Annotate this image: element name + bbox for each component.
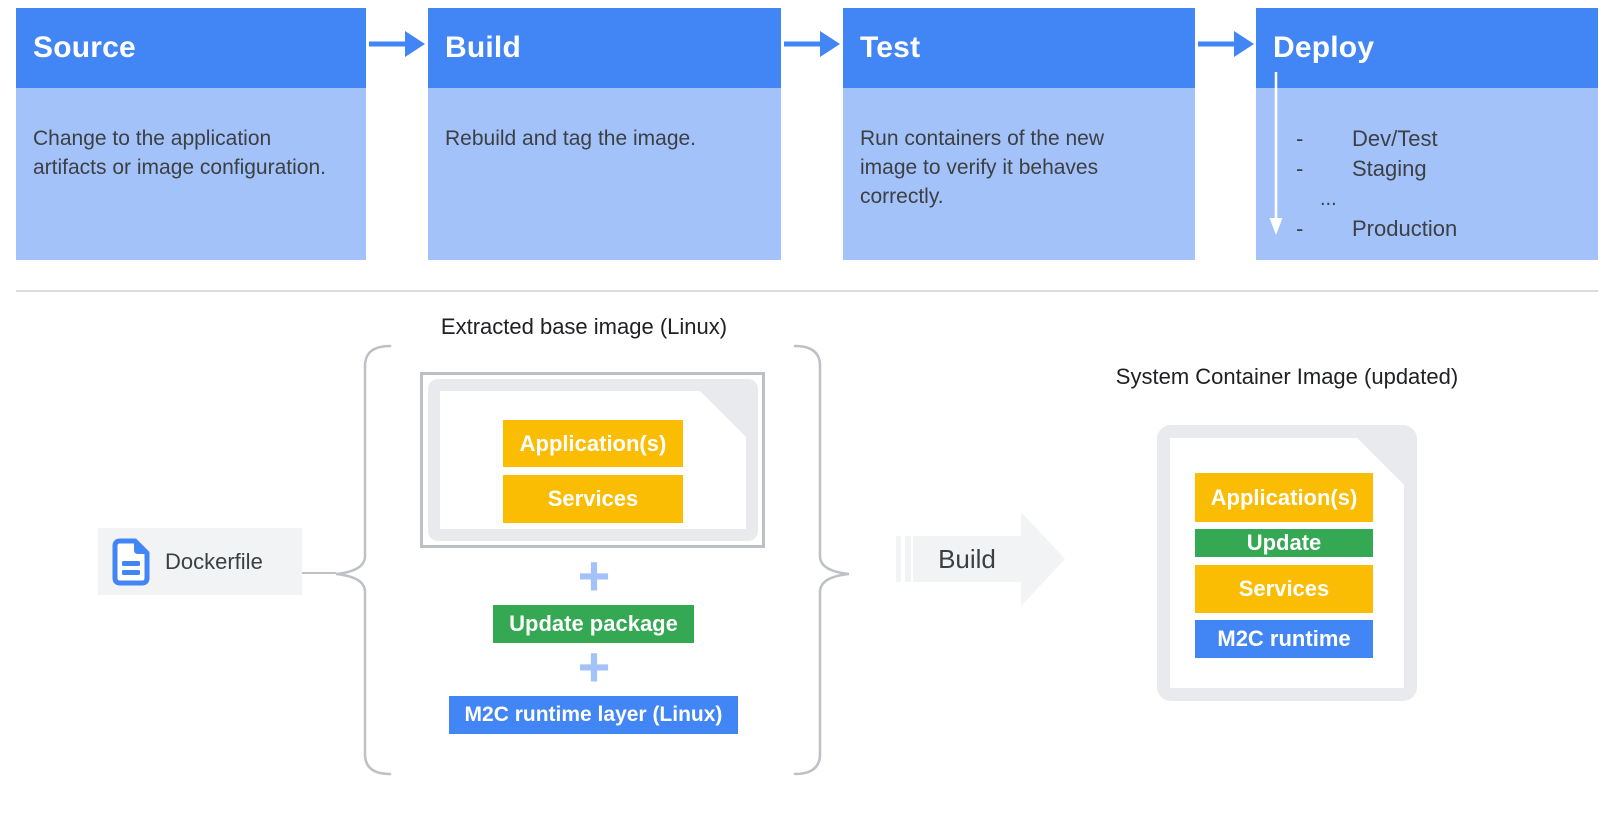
deploy-down-arrow-icon <box>1269 72 1283 235</box>
m2c-runtime-layer-bar: M2C runtime layer (Linux) <box>449 696 738 734</box>
base-layer-bar-services: Services <box>503 475 683 523</box>
pipeline-arrow-icon <box>369 31 425 57</box>
dockerfile-chip: Dockerfile <box>98 528 302 595</box>
section-divider <box>16 290 1598 292</box>
dockerfile-doc-icon <box>112 538 150 585</box>
system-container-image-title: System Container Image (updated) <box>1115 364 1459 389</box>
stage-source-header: Source <box>16 8 366 88</box>
dockerfile-label: Dockerfile <box>165 548 263 574</box>
stage-source-description: Change to the application artifacts or i… <box>16 88 366 260</box>
stage-test: Test Run containers of the new image to … <box>843 8 1195 260</box>
connector-line <box>302 572 336 574</box>
deploy-environment-row: - Dev/Test <box>1292 124 1457 154</box>
pipeline-arrow-icon <box>1198 31 1254 57</box>
right-brace-icon <box>793 344 850 776</box>
system-container-doc-icon <box>1157 425 1417 701</box>
build-arrow-label: Build <box>938 543 996 574</box>
extracted-base-image-title: Extracted base image (Linux) <box>440 314 728 339</box>
env-label: Production <box>1352 216 1458 241</box>
deploy-environment-list: - Dev/Test - Staging ... - Production <box>1292 124 1457 244</box>
build-arrow-icon <box>896 512 1065 606</box>
stage-deploy: Deploy - Dev/Test - Staging ... - Produ <box>1256 8 1598 260</box>
env-bullet: - <box>1296 216 1304 241</box>
update-package-bar: Update package <box>493 605 694 643</box>
system-layer-bar-services: Services <box>1195 565 1373 613</box>
stage-deploy-title: Deploy <box>1273 31 1375 64</box>
env-bullet: - <box>1296 156 1304 181</box>
stage-test-title: Test <box>860 31 921 64</box>
left-brace-icon <box>335 344 392 776</box>
system-layer-bar-applications: Application(s) <box>1195 473 1373 522</box>
stage-test-description: Run containers of the new image to verif… <box>843 88 1195 260</box>
stage-test-header: Test <box>843 8 1195 88</box>
plus-icon: + <box>577 544 611 607</box>
env-bullet <box>1292 184 1320 214</box>
plus-icon: + <box>577 635 611 698</box>
stage-build-header: Build <box>428 8 781 88</box>
env-label: Dev/Test <box>1352 126 1438 151</box>
stage-source-title: Source <box>33 31 136 64</box>
stage-build-title: Build <box>445 31 521 64</box>
env-label: Staging <box>1352 156 1427 181</box>
pipeline-arrow-icon <box>784 31 840 57</box>
system-layer-bar-update: Update <box>1195 529 1373 557</box>
stage-deploy-body: - Dev/Test - Staging ... - Production <box>1256 88 1598 260</box>
env-bullet: - <box>1296 126 1304 151</box>
stage-deploy-header: Deploy <box>1256 8 1598 88</box>
system-layer-bar-m2c-runtime: M2C runtime <box>1195 620 1373 658</box>
base-layer-bar-applications: Application(s) <box>503 420 683 467</box>
stage-source: Source Change to the application artifac… <box>16 8 366 260</box>
deploy-environment-row: ... <box>1292 184 1457 214</box>
stage-build: Build Rebuild and tag the image. <box>428 8 781 260</box>
deploy-environment-row: - Staging <box>1292 154 1457 184</box>
env-label: ... <box>1320 188 1337 210</box>
deploy-environment-row: - Production <box>1292 214 1457 244</box>
stage-build-description: Rebuild and tag the image. <box>428 88 781 260</box>
